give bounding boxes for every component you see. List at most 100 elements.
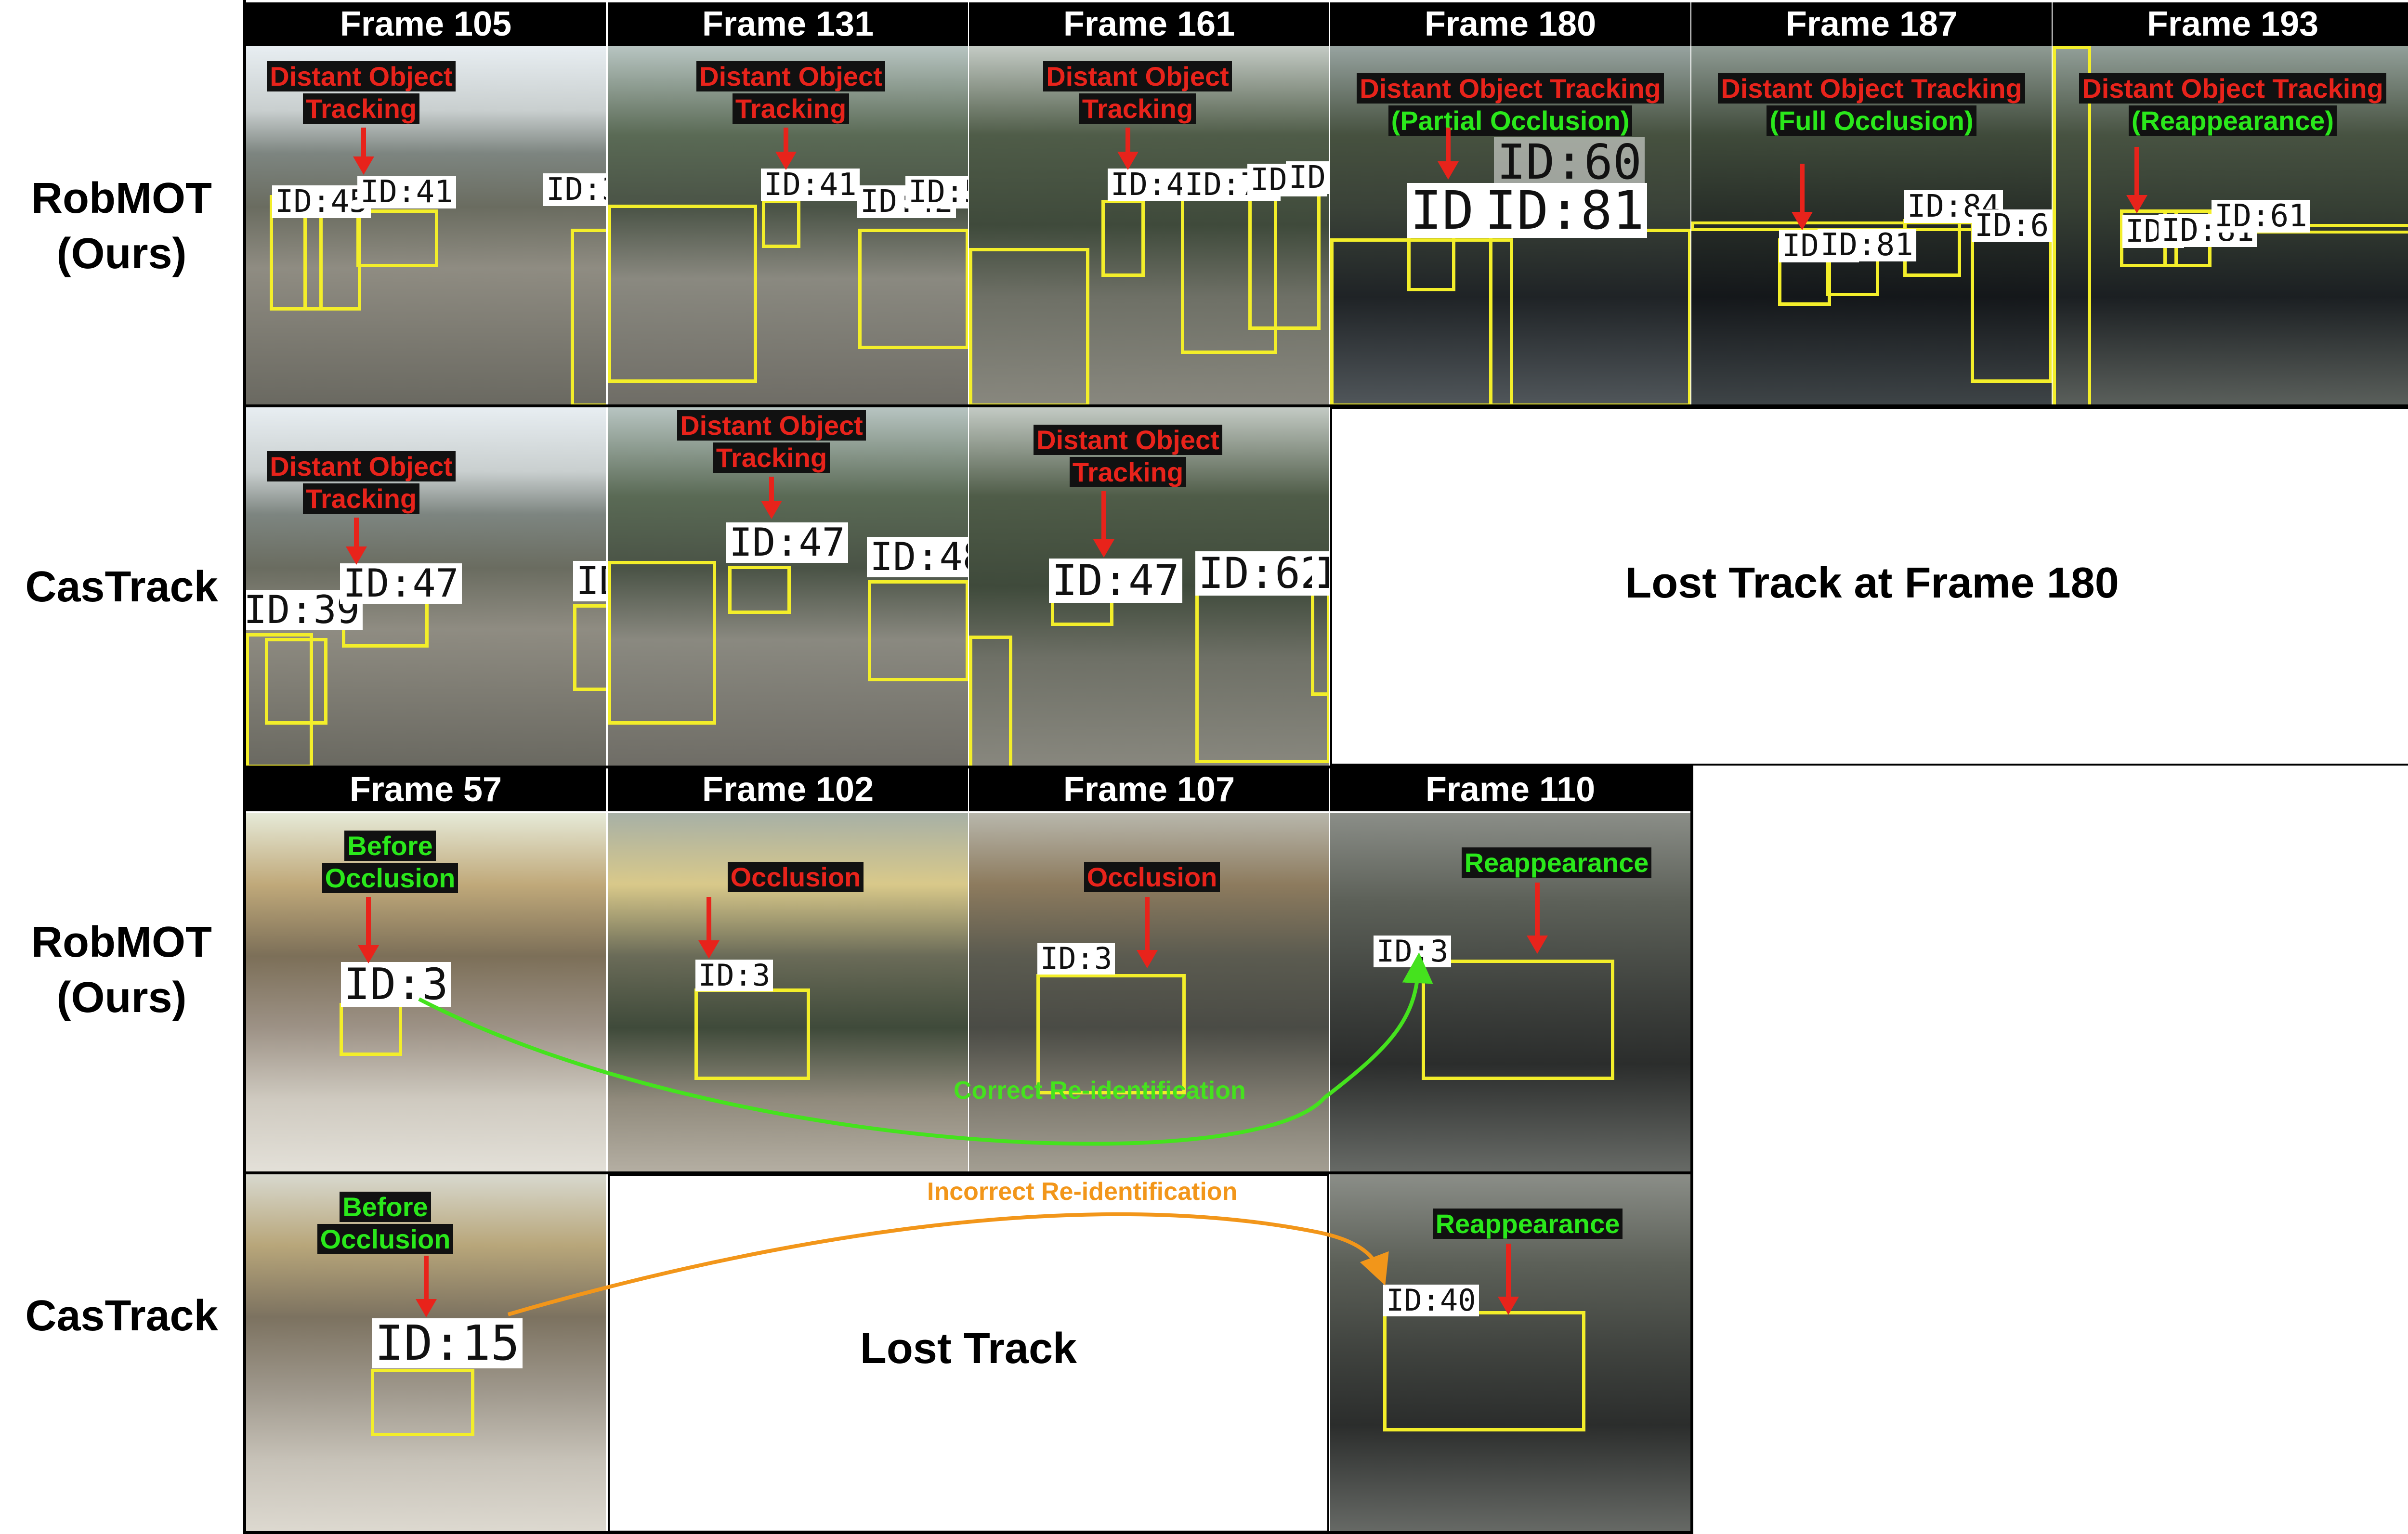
frame-cell: ID:3 Before Occlusion [246, 813, 606, 1171]
id-tag: ID:59 [905, 176, 968, 208]
grid-line [243, 1171, 1693, 1174]
annotation-occlusion-word: Occlusion [322, 863, 458, 894]
id-tag: ID:39 [543, 173, 606, 206]
red-arrow-icon [416, 1256, 437, 1317]
header-frame-57: Frame 57 [246, 768, 606, 811]
id-tag: ID:6 [1286, 161, 1329, 194]
frame-cell: ID:45 ID:41 ID:39 Distant Object Trackin… [246, 46, 606, 404]
red-arrow-icon [1527, 883, 1548, 954]
annotation-before: Before [344, 831, 436, 861]
header-frame-193: Frame 193 [2053, 2, 2408, 46]
annotation-distant: Distant Object [267, 61, 456, 91]
id-tag: ID:40 [1383, 1285, 1479, 1316]
id-tag: I [1312, 551, 1329, 596]
annotation-distant: Distant Object [1034, 425, 1222, 455]
header-frame-161: Frame 161 [969, 2, 1329, 46]
annotation-distant: Distant Object [267, 451, 456, 481]
annotation-tracking: Tracking [713, 442, 830, 473]
header-frame-110: Frame 110 [1330, 768, 1690, 811]
annotation-distant: Distant Object [1043, 61, 1232, 91]
header-frame-107: Frame 107 [969, 768, 1329, 811]
red-arrow-icon [353, 128, 374, 175]
lost-track-panel [1330, 407, 2408, 766]
red-arrow-icon [1117, 128, 1139, 170]
annotation-tracking: Tracking [302, 93, 420, 124]
header-frame-187: Frame 187 [1691, 2, 2052, 46]
annotation-reappearance: Reappearance [1432, 1209, 1623, 1239]
annotation-distant: Distant Object [677, 410, 866, 441]
id-tag: ID:47 [726, 522, 848, 563]
id-tag: ID:61 [2212, 200, 2310, 233]
red-arrow-icon [346, 518, 367, 565]
frame-cell: ID:47 ID:48 Distant Object Tracking [608, 407, 968, 766]
frame-cell: ID:3 Occlusion [608, 813, 968, 1171]
frame-cell: ID:41 ID:72 ID:5 ID:6 Distant Object Tra… [969, 46, 1329, 404]
header-frame-105: Frame 105 [246, 2, 606, 46]
red-arrow-icon [761, 477, 782, 519]
annotation-tracking: Tracking [732, 93, 850, 124]
frame-cell: ID:3 Reappearance [1330, 813, 1690, 1171]
frame-cell: ID:47 ID:62 I Distant Object Tracking [969, 407, 1329, 766]
red-arrow-icon [358, 897, 379, 963]
id-tag: ID:3 [695, 960, 773, 991]
row-label-robmot-bottom: RobMOT (Ours) [31, 918, 212, 1022]
annotation-before: Before [340, 1192, 431, 1222]
grid-line [243, 766, 1693, 768]
id-tag: ID:45 [272, 185, 371, 218]
red-arrow-icon [698, 897, 720, 959]
red-arrow-icon [1498, 1244, 1519, 1315]
red-arrow-icon [775, 128, 797, 170]
frame-cell: ID:3 Occlusion [969, 813, 1329, 1171]
annotation-full-occlusion: (Full Occlusion) [1767, 105, 1976, 136]
id-tag: ID:47 [340, 563, 462, 604]
red-arrow-icon [1792, 164, 1813, 230]
red-arrow-icon [2126, 147, 2147, 213]
annotation-distant-full: Distant Object Tracking [2079, 73, 2386, 104]
id-tag: ID:41 [761, 169, 860, 201]
lost-track-panel [608, 1174, 1329, 1533]
frame-cell: ID:15 Before Occlusion [246, 1174, 606, 1533]
id-tag: ID [573, 561, 606, 601]
id-tag: ID:3 [1037, 943, 1115, 975]
id-tag: ID:47 [1049, 559, 1182, 603]
frame-cell: ID:39 ID:47 ID Distant Object Tracking [246, 407, 606, 766]
grid-line [243, 1531, 1693, 1534]
annotation-tracking: Tracking [1069, 457, 1187, 488]
red-arrow-icon [1137, 897, 1158, 968]
incorrect-reid-curve [507, 1212, 1389, 1316]
id-tag: ID:41 [357, 176, 456, 208]
frame-cell: ID:41 ID:42 ID:59 Distant Object Trackin… [608, 46, 968, 404]
id-tag: ID:81 [1482, 183, 1648, 238]
id-tag: ID:3 [341, 962, 451, 1007]
id-tag: ID:60 [1494, 137, 1645, 187]
annotation-partial-occlusion: (Partial Occlusion) [1388, 105, 1633, 136]
frame-cell: ID:40 Reappearance [1330, 1174, 1690, 1533]
annotation-occlusion: Occlusion [1084, 862, 1220, 892]
annotation-distant-full: Distant Object Tracking [1718, 73, 2025, 104]
lost-track-text: Lost Track [860, 1325, 1077, 1373]
header-frame-180: Frame 180 [1330, 2, 1690, 46]
annotation-occlusion-word: Occlusion [317, 1224, 454, 1255]
annotation-reappearance: (Reappearance) [2128, 105, 2337, 136]
id-tag: ID:48 [867, 537, 968, 577]
grid-line [1690, 766, 1693, 1534]
red-arrow-icon [1438, 128, 1459, 180]
annotation-distant-full: Distant Object Tracking [1357, 73, 1664, 104]
lost-track-frame-180-text: Lost Track at Frame 180 [1625, 559, 2119, 607]
annotation-tracking: Tracking [302, 483, 420, 514]
correct-reid-curve [418, 952, 1433, 1146]
frame-cell: ID: ID:81 ID:61 Distant Object Tracking … [2053, 46, 2408, 404]
incorrect-reid-label: Incorrect Re-identification [927, 1178, 1238, 1206]
grid-line [243, 404, 2408, 407]
red-arrow-icon [1093, 491, 1114, 558]
frame-cell: ID:4 ID:81 ID:84 ID:61 Distant Object Tr… [1691, 46, 2052, 404]
header-frame-102: Frame 102 [608, 768, 968, 811]
header-frame-131: Frame 131 [608, 2, 968, 46]
annotation-tracking: Tracking [1079, 93, 1196, 124]
annotation-reappearance: Reappearance [1461, 847, 1652, 878]
annotation-occlusion: Occlusion [727, 862, 864, 892]
correct-reid-label: Correct Re-identification [954, 1077, 1246, 1105]
frame-cell: ID:41 ID:81 ID:60 Distant Object Trackin… [1330, 46, 1690, 404]
